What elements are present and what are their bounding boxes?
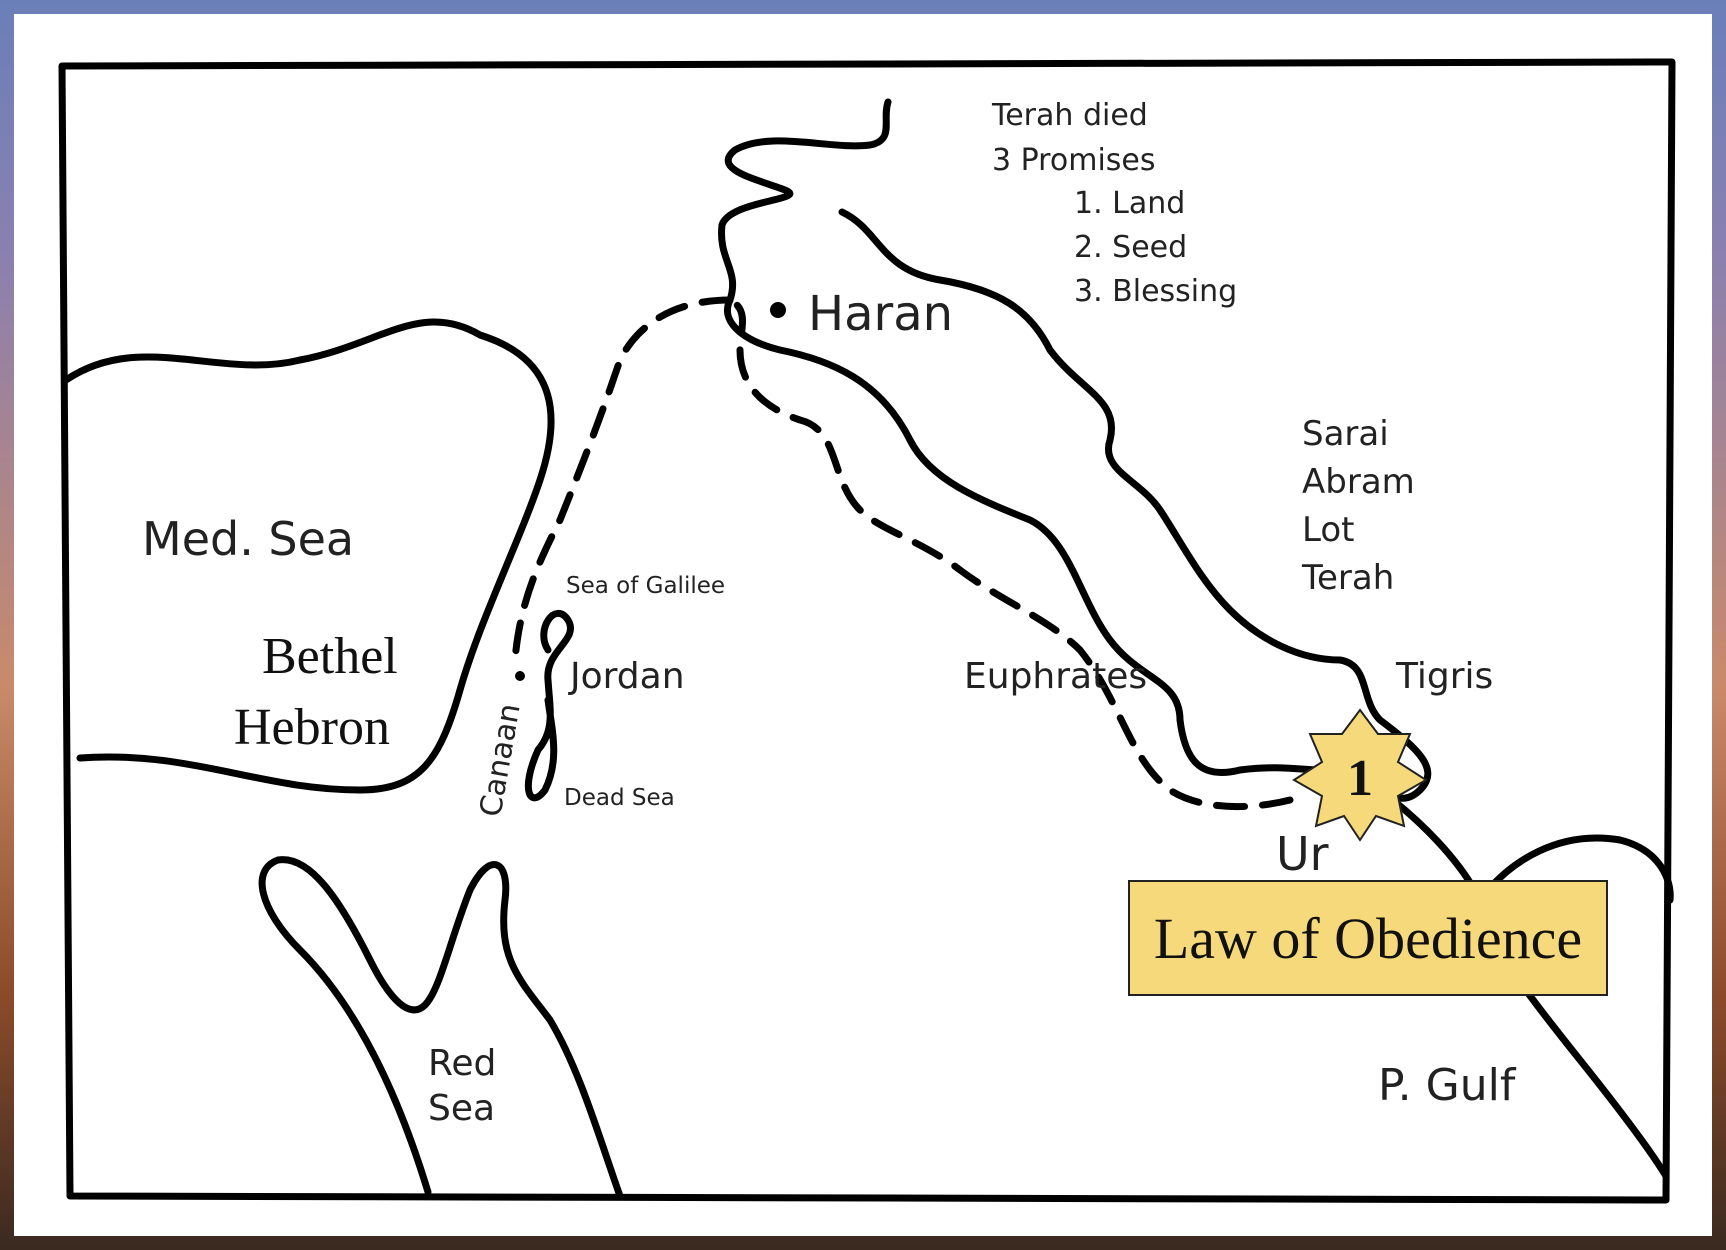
tigris-label: Tigris xyxy=(1395,656,1493,697)
traveler-abram: Abram xyxy=(1302,462,1415,502)
jordan-label: Jordan xyxy=(568,656,685,697)
journey-route-haran-to-canaan xyxy=(511,296,734,664)
euphrates-river xyxy=(718,98,1324,777)
terah-died-note: Terah died xyxy=(991,98,1148,133)
sea-of-galilee-label: Sea of Galilee xyxy=(566,573,725,599)
jordan-river xyxy=(524,610,574,802)
traveler-terah: Terah xyxy=(1301,558,1394,598)
haran-label: Haran xyxy=(808,286,953,342)
red-sea-label-line2: Sea xyxy=(428,1088,495,1129)
mediterranean-coastline xyxy=(62,318,555,794)
star-marker-icon xyxy=(1292,708,1428,842)
map-card xyxy=(14,14,1712,1236)
traveler-lot: Lot xyxy=(1302,510,1354,550)
law-of-obedience-callout: Law of Obedience xyxy=(1128,880,1608,996)
promise-land-note: 1. Land xyxy=(1074,186,1185,221)
canaan-label: Canaan xyxy=(473,701,527,819)
hebron-label: Hebron xyxy=(234,699,390,756)
promise-seed-note: 2. Seed xyxy=(1074,230,1187,265)
promise-blessing-note: 3. Blessing xyxy=(1074,274,1237,309)
callout-label: Law of Obedience xyxy=(1153,905,1583,971)
red-sea-label-line1: Red xyxy=(428,1043,496,1084)
promises-title-note: 3 Promises xyxy=(992,143,1156,178)
persian-gulf-label: P. Gulf xyxy=(1378,1060,1517,1111)
tigris-river xyxy=(838,208,1432,802)
dead-sea-label: Dead Sea xyxy=(564,785,675,811)
journey-route-ur-to-haran xyxy=(726,296,1294,811)
ur-label: Ur xyxy=(1276,827,1329,881)
red-sea-coastline xyxy=(258,856,624,1200)
map-border xyxy=(58,58,1676,1204)
star-marker-number: 1 xyxy=(1347,750,1373,807)
haran-city-dot xyxy=(770,302,786,318)
med-sea-label: Med. Sea xyxy=(142,512,354,566)
canaan-city-dot xyxy=(515,671,525,681)
bethel-label: Bethel xyxy=(262,628,398,685)
ur-star-marker[interactable]: 1 xyxy=(1292,708,1428,842)
euphrates-label: Euphrates xyxy=(964,656,1147,697)
traveler-sarai: Sarai xyxy=(1302,414,1389,454)
